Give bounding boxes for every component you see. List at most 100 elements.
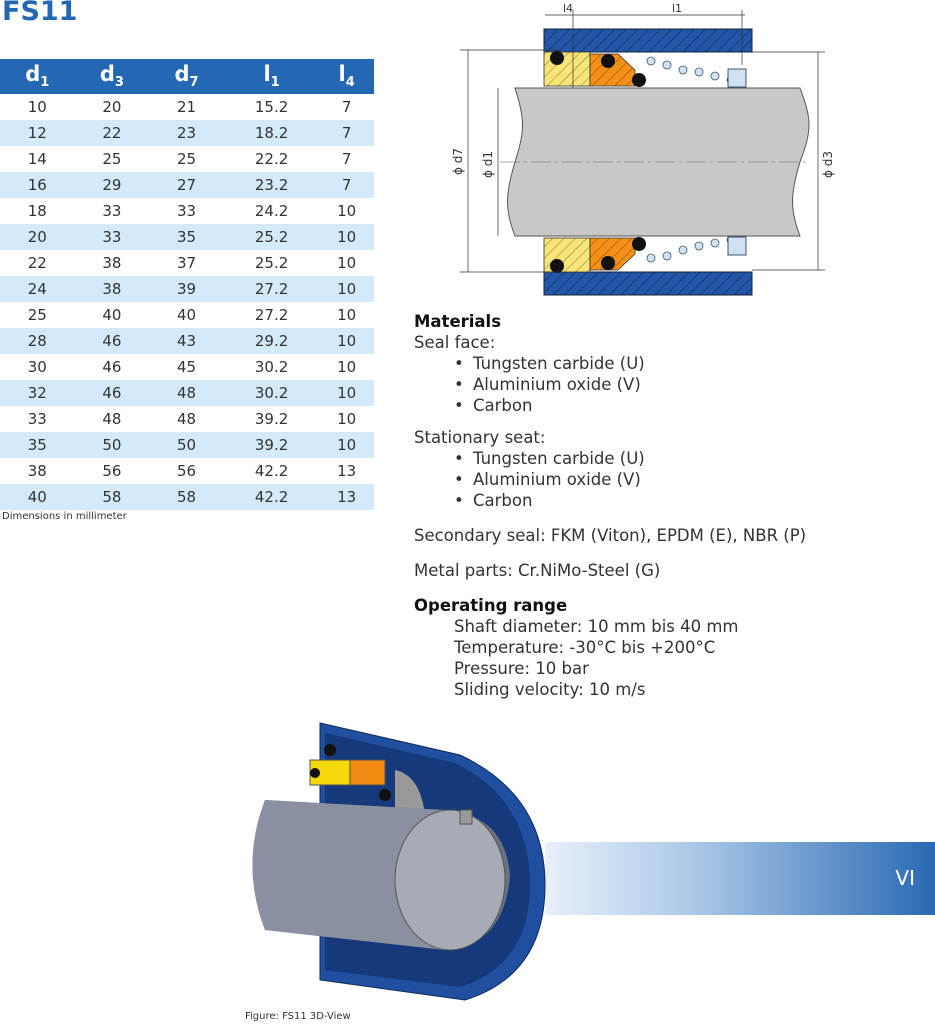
table-cell: 45 <box>176 358 197 376</box>
table-cell: 29.2 <box>223 328 320 354</box>
table-cell: 12 <box>0 120 75 146</box>
table-cell: 23.2 <box>223 172 320 198</box>
header-subscript: 1 <box>40 75 50 91</box>
header-subscript: 3 <box>114 75 124 91</box>
header-subscript: 1 <box>270 75 280 91</box>
table-cell: 48 <box>176 410 197 428</box>
list-item: Carbon <box>414 490 806 511</box>
table-cell: 25 <box>176 150 197 168</box>
table-cell: 24.2 <box>254 202 289 220</box>
table-cell: 10 <box>319 380 374 406</box>
table-cell: 22 <box>74 120 150 146</box>
secondary-seal: Secondary seal: FKM (Viton), EPDM (E), N… <box>414 526 807 545</box>
table-cell: 21 <box>176 98 197 116</box>
housing-top <box>543 28 753 53</box>
table-cell: 39 <box>149 276 224 302</box>
header-symbol: d <box>174 62 190 87</box>
table-cell: 35 <box>0 432 75 458</box>
table-cell: 39.2 <box>223 432 320 458</box>
d7-label: ϕ d7 <box>451 148 465 175</box>
table-cell: 10 <box>337 358 357 376</box>
table-cell: 58 <box>149 484 224 510</box>
section-label: VI <box>895 866 915 890</box>
stationary-seat-label: Stationary seat: <box>414 428 546 447</box>
table-cell: 38 <box>102 254 122 272</box>
table-cell: 7 <box>341 150 352 168</box>
table-cell: 18 <box>27 202 47 220</box>
seal-3d-view <box>252 722 546 1001</box>
d3-label: ϕ d3 <box>821 151 835 178</box>
list-item: Shaft diameter: 10 mm bis 40 mm <box>454 617 739 636</box>
table-cell: 16 <box>0 172 75 198</box>
list-item: Temperature: -30°C bis +200°C <box>454 638 716 657</box>
table-cell: 20 <box>102 98 122 116</box>
seal-face-label: Seal face: <box>414 333 496 352</box>
table-cell: 18.2 <box>223 120 320 146</box>
materials-heading: Materials <box>414 312 502 331</box>
list-item: Carbon <box>414 395 806 416</box>
table-cell: 46 <box>74 380 150 406</box>
header-subscript: 4 <box>345 75 355 91</box>
table-cell: 30 <box>27 358 47 376</box>
table-cell: 15.2 <box>254 98 289 116</box>
column-header: d3 <box>74 59 150 94</box>
d1-label: ϕ d1 <box>481 151 495 178</box>
table-cell: 40 <box>176 306 197 324</box>
table-cell: 10 <box>319 276 374 302</box>
header-symbol: d <box>99 62 115 87</box>
header-symbol: l <box>263 62 271 87</box>
table-cell: 33 <box>27 410 47 428</box>
table-cell: 48 <box>102 410 122 428</box>
column-header: d1 <box>0 59 75 94</box>
table-cell: 29 <box>74 172 150 198</box>
metal-parts: Metal parts: Cr.NiMo-Steel (G) <box>414 561 661 580</box>
table-cell: 25 <box>27 306 47 324</box>
table-cell: 38 <box>27 462 47 480</box>
l4-label: l4 <box>563 2 573 15</box>
table-cell: 25.2 <box>223 224 320 250</box>
table-cell: 56 <box>176 462 197 480</box>
list-item: Sliding velocity: 10 m/s <box>454 680 646 699</box>
table-cell: 27.2 <box>254 306 289 324</box>
list-item: Aluminium oxide (V) <box>414 374 806 395</box>
table-cell: 28 <box>0 328 75 354</box>
table-cell: 46 <box>74 328 150 354</box>
table-cell: 27.2 <box>223 276 320 302</box>
table-cell: 48 <box>149 380 224 406</box>
table-cell: 25 <box>102 150 122 168</box>
list-item: Aluminium oxide (V) <box>414 469 806 490</box>
table-cell: 7 <box>319 172 374 198</box>
retainer-top <box>727 68 747 88</box>
list-item: Pressure: 10 bar <box>454 659 589 678</box>
table-cell: 22.2 <box>254 150 289 168</box>
l1-label: l1 <box>672 2 682 15</box>
table-cell: 40 <box>0 484 75 510</box>
table-cell: 7 <box>341 98 352 116</box>
column-header: l1 <box>223 59 320 94</box>
table-cell: 10 <box>337 202 357 220</box>
section-band: VI <box>545 842 935 915</box>
table-cell: 30.2 <box>254 358 289 376</box>
operating-heading: Operating range <box>414 596 568 615</box>
table-cell: 30.2 <box>223 380 320 406</box>
table-cell: 22 <box>27 254 47 272</box>
housing-bottom <box>543 271 753 296</box>
list-item: Tungsten carbide (U) <box>414 353 806 374</box>
table-cell: 42.2 <box>223 484 320 510</box>
table-cell: 42.2 <box>254 462 289 480</box>
table-cell: 37 <box>176 254 197 272</box>
table-cell: 35 <box>149 224 224 250</box>
table-cell: 13 <box>319 484 374 510</box>
table-cell: 56 <box>102 462 122 480</box>
